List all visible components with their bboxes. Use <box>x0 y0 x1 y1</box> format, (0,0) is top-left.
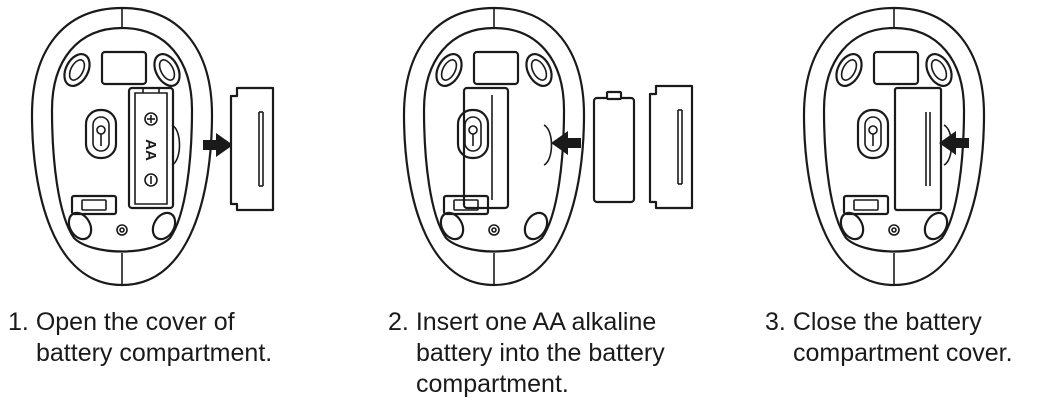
caption-line: compartment. <box>416 370 569 398</box>
battery-cover <box>229 86 275 212</box>
arrow-icon <box>203 133 233 157</box>
mouse-body <box>30 6 214 287</box>
arrow-icon <box>551 131 581 155</box>
caption-line: battery compartment. <box>36 339 273 367</box>
step-number: 3. <box>765 308 786 336</box>
battery-cover <box>648 84 694 210</box>
caption-line: compartment cover. <box>793 339 1013 367</box>
battery-label: AA <box>142 139 159 161</box>
caption-line: Insert one AA alkaline <box>415 308 657 336</box>
step-2-caption: 2. Insert one AA alkaline battery into t… <box>388 307 665 400</box>
step-3-illustration <box>802 6 986 287</box>
step-3-caption: 3. Close the battery compartment cover. <box>765 307 1013 369</box>
minus-terminal-icon <box>144 173 158 187</box>
step-1-caption: 1. Open the cover of battery compartment… <box>8 307 272 369</box>
step-2-illustration <box>402 6 694 287</box>
caption-line: Open the cover of <box>35 308 235 336</box>
plus-terminal-icon <box>144 112 158 126</box>
step-number: 2. <box>388 308 409 336</box>
aa-battery <box>592 90 636 204</box>
caption-line: Close the battery <box>792 308 982 336</box>
caption-line: battery into the battery <box>416 339 665 367</box>
step-number: 1. <box>8 308 29 336</box>
step-1-illustration: AA <box>30 6 275 287</box>
